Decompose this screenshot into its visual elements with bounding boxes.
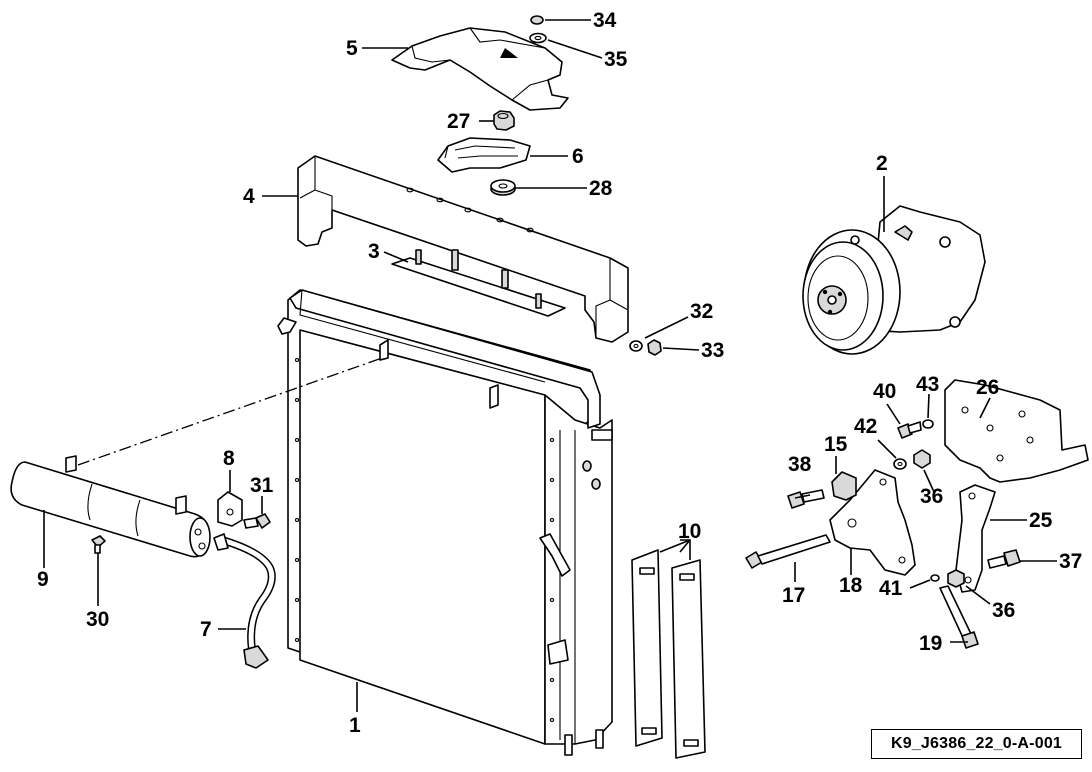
part-25-support-arm [955, 484, 996, 593]
callout-37: 37 [1059, 550, 1082, 573]
part-36-nut-lower [947, 569, 965, 588]
callout-30: 30 [86, 608, 109, 631]
part-4-top-bracket [297, 155, 629, 343]
callout-26: 26 [976, 376, 999, 399]
part-17-bolt [745, 534, 831, 569]
callout-38: 38 [788, 453, 812, 476]
callout-10: 10 [678, 520, 701, 543]
part-33-nut [647, 339, 662, 356]
callout-1: 1 [349, 714, 361, 737]
leader-lines [43, 19, 1057, 712]
part-37-bolt [987, 549, 1021, 569]
part-27-nut [493, 110, 515, 131]
callout-33: 33 [701, 339, 724, 362]
callout-28: 28 [589, 177, 613, 200]
drawing-reference-code: K9_J6386_22_0-A-001 [871, 729, 1082, 759]
callout-36-upper: 36 [920, 485, 943, 508]
callout-40: 40 [873, 380, 896, 403]
part-41-washer [930, 574, 940, 582]
part-2-compressor [802, 205, 986, 355]
part-38-bolt [787, 489, 825, 509]
part-32-washer [629, 340, 643, 352]
callout-9: 9 [37, 568, 49, 591]
callout-31: 31 [250, 474, 274, 497]
part-19-bolt [939, 585, 979, 649]
callout-3: 3 [368, 240, 380, 263]
callout-32: 32 [690, 300, 713, 323]
part-30-screw [91, 535, 106, 554]
callout-5: 5 [346, 37, 358, 60]
callout-4: 4 [243, 185, 255, 208]
part-42-washer [893, 458, 907, 470]
callout-43: 43 [916, 373, 939, 396]
part-28-grommet [490, 179, 516, 196]
part-1-condenser [277, 289, 613, 756]
part-8-bracket [217, 491, 243, 527]
callout-8: 8 [223, 447, 235, 470]
part-6-clamp [437, 137, 531, 173]
callout-6: 6 [572, 145, 584, 168]
callout-15: 15 [824, 433, 848, 456]
part-5-cover-bracket [391, 27, 569, 111]
part-15-spacer [831, 471, 857, 501]
part-10-seals [631, 549, 706, 759]
part-36-nut-upper [913, 449, 931, 469]
part-40-bolt [897, 421, 922, 439]
part-34-nut [530, 15, 544, 25]
callout-35: 35 [604, 48, 628, 71]
callout-18: 18 [839, 574, 863, 597]
part-7-hose [213, 533, 276, 669]
callout-25: 25 [1029, 509, 1053, 532]
callout-41: 41 [879, 577, 903, 600]
callout-27: 27 [447, 110, 470, 133]
callout-42: 42 [854, 415, 877, 438]
part-35-washer [529, 32, 547, 44]
part-43-washer [922, 419, 934, 429]
part-18-bracket [829, 469, 916, 576]
part-26-mounting-plate [944, 379, 1089, 483]
callout-2: 2 [876, 152, 888, 175]
callout-19: 19 [919, 632, 942, 655]
callout-36-lower: 36 [992, 599, 1015, 622]
part-31-screw [243, 513, 271, 529]
callout-7: 7 [200, 618, 212, 641]
mounting-center-line [77, 357, 383, 466]
callout-17: 17 [782, 584, 805, 607]
callout-34: 34 [593, 9, 617, 32]
callout-labels: 1 2 3 4 5 6 7 8 9 10 15 17 18 19 25 26 2… [37, 9, 1082, 737]
part-9-receiver-drier [10, 455, 211, 558]
